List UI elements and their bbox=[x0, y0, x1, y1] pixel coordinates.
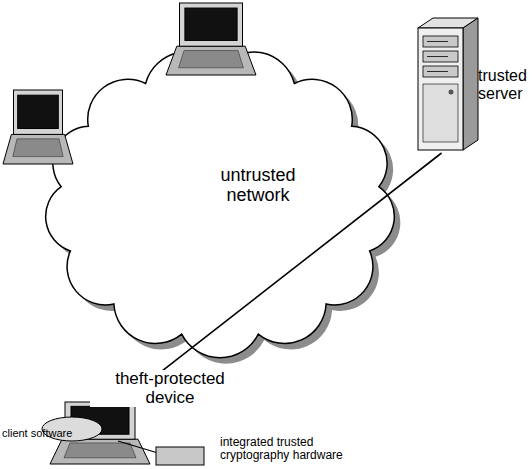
node-box: untrusted network bbox=[25, 38, 420, 378]
node-label: theft-protected device bbox=[90, 370, 250, 407]
drive-bay bbox=[423, 51, 458, 62]
laptop-keyboard bbox=[179, 51, 244, 68]
software-label: client software bbox=[2, 427, 72, 439]
drive-slot bbox=[427, 41, 448, 42]
power-button bbox=[449, 90, 454, 95]
drive-slot bbox=[427, 71, 448, 72]
server-front bbox=[418, 28, 463, 150]
laptop-screen bbox=[18, 95, 59, 128]
laptop-keyboard bbox=[64, 443, 136, 458]
label-wrap: client software bbox=[2, 423, 102, 441]
laptop-base bbox=[50, 439, 150, 464]
laptop-icon bbox=[3, 90, 73, 164]
node-label: trusted server bbox=[476, 67, 530, 102]
hardware-label: integrated trusted cryptography hardware bbox=[220, 436, 385, 462]
drive-bay bbox=[423, 36, 458, 47]
cloud-shape bbox=[25, 38, 420, 378]
label-wrap: integrated trusted cryptography hardware bbox=[220, 436, 385, 463]
server-icon bbox=[418, 18, 480, 153]
server-side bbox=[463, 18, 478, 150]
laptop-base bbox=[3, 134, 73, 164]
crypto-hardware-chip bbox=[156, 447, 204, 465]
laptop-keyboard bbox=[13, 139, 63, 157]
laptop-icon bbox=[166, 3, 256, 75]
leader-line bbox=[118, 441, 158, 453]
laptop-base bbox=[166, 46, 256, 75]
node-box: trusted server bbox=[415, 15, 532, 160]
laptop-lid bbox=[180, 3, 243, 46]
laptop-lid bbox=[14, 90, 63, 134]
drive-slot bbox=[427, 56, 448, 57]
front-panel bbox=[423, 84, 458, 142]
drive-bay bbox=[423, 66, 458, 77]
node-label: untrusted network bbox=[193, 166, 323, 206]
cloud-outline bbox=[46, 52, 395, 358]
laptop-screen bbox=[185, 8, 237, 40]
